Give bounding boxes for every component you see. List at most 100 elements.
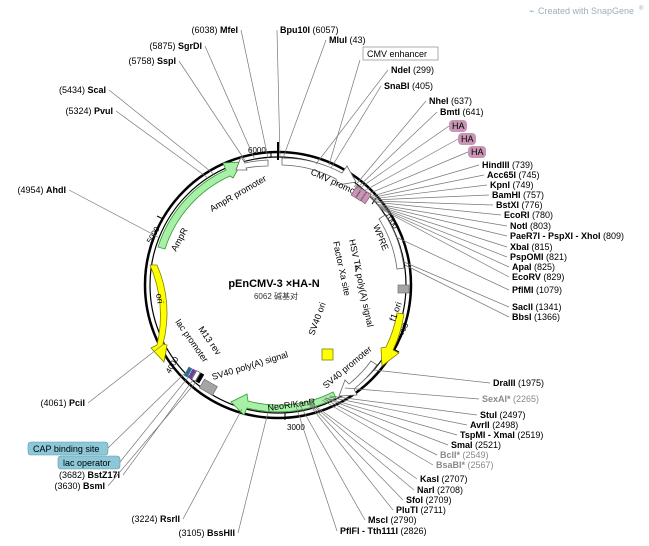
site-leader — [344, 387, 480, 400]
site-name: PspOMI — [510, 252, 544, 262]
sv40-ori-label: SV40 ori — [306, 301, 327, 337]
site-label: (5434) ScaI — [59, 85, 106, 95]
site-leader — [372, 200, 494, 206]
site-name: MluI — [329, 35, 347, 45]
site-position: (4061) — [40, 398, 69, 408]
hsv-tk-polya-block — [397, 284, 410, 294]
site-name: NdeI — [391, 65, 411, 75]
snapgene-brand: ⌁ Created with SnapGene ® — [529, 5, 644, 16]
site-position: (5434) — [59, 85, 88, 95]
ha-label-1: HA — [452, 121, 465, 131]
site-label: KasI (2707) — [420, 474, 468, 484]
site-name: HindIII — [482, 160, 510, 170]
site-leader — [369, 174, 485, 199]
lac-operator-mark — [187, 368, 197, 380]
site-position: (6038) — [191, 25, 220, 35]
site-leader — [324, 397, 449, 446]
site-name: SexAI* — [482, 394, 511, 404]
cap-binding-site-mark — [183, 366, 193, 378]
sv40-polya-label: SV40 poly(A) signal — [211, 349, 290, 382]
site-leader — [323, 398, 438, 456]
cmv-enhancer-label: CMV enhancer — [367, 49, 427, 59]
site-label: KpnI (749) — [490, 180, 534, 190]
ha-box-3 — [468, 146, 486, 158]
ampr-promoter-arrow — [235, 156, 269, 171]
site-leader — [376, 204, 508, 237]
hsv-tk-polya-label: HSV TK poly(A) signal — [347, 238, 375, 328]
site-label: EcoRV (829) — [512, 272, 564, 282]
site-label: DraIII (1975) — [493, 378, 544, 388]
site-position: (2826) — [398, 526, 427, 536]
cmv-enhancer-box — [362, 46, 439, 61]
site-name: BsaBI* — [436, 460, 466, 470]
ha-box-1 — [449, 120, 467, 132]
site-label: SexAI* (2265) — [482, 394, 539, 404]
feature-callouts: CMV enhancer HA HA HA CAP binding site l… — [27, 46, 486, 470]
site-label: SacII (1341) — [512, 302, 562, 312]
site-name: SgrDI — [178, 41, 202, 51]
site-leader — [404, 264, 510, 318]
site-leader — [178, 60, 247, 163]
site-name: BbsI — [512, 312, 532, 322]
lac-operator-leader — [119, 374, 191, 463]
site-position: (405) — [410, 81, 434, 91]
sv40-ori-block — [321, 348, 334, 361]
site-name: PciI — [69, 398, 85, 408]
site-position: (641) — [460, 107, 484, 117]
ha-leader-3 — [367, 151, 469, 195]
site-label: (3105) BssHII — [178, 528, 235, 538]
site-leader — [377, 205, 508, 248]
site-name: PflMI — [512, 285, 534, 295]
site-position: (1975) — [516, 378, 545, 388]
site-position: (776) — [519, 200, 543, 210]
site-label: PflFI - Tth111I (2826) — [340, 526, 427, 536]
site-name: NotI — [510, 221, 528, 231]
site-label: AvrII (2498) — [470, 420, 518, 430]
site-name: MfeI — [220, 25, 238, 35]
site-leader — [378, 206, 508, 258]
ha-label-2: HA — [461, 134, 474, 144]
lac-operator-box — [57, 455, 121, 470]
site-label: BamHI (757) — [492, 190, 544, 200]
site-name: SspI — [157, 56, 176, 66]
site-position: (745) — [516, 170, 540, 180]
site-name: SfoI — [406, 495, 423, 505]
site-label: BclI* (2549) — [440, 450, 489, 460]
site-name: BsmI — [83, 481, 105, 491]
site-name: BstZ17I — [87, 470, 120, 480]
site-name: EcoRV — [512, 272, 541, 282]
site-name: PflFI - Tth111I — [340, 526, 398, 536]
site-label: (5875) SgrDI — [149, 41, 202, 51]
site-label: (3630) BsmI — [54, 481, 105, 491]
site-name: NarI — [417, 485, 435, 495]
site-leader — [368, 164, 480, 198]
site-position: (780) — [530, 210, 554, 220]
site-name: RsrII — [160, 514, 180, 524]
site-leader — [295, 405, 338, 532]
site-label: (3224) RsrII — [131, 514, 180, 524]
cap-leader — [107, 371, 187, 449]
site-position: (3682) — [59, 470, 88, 480]
ha-leader-1 — [359, 125, 450, 189]
site-leader — [309, 402, 415, 491]
site-leader — [237, 411, 269, 534]
site-position: (3630) — [54, 481, 83, 491]
site-label: SfoI (2709) — [406, 495, 452, 505]
site-name: NheI — [429, 96, 449, 106]
site-position: (1079) — [534, 285, 563, 295]
site-leader — [282, 39, 327, 159]
site-leader — [380, 208, 510, 278]
plasmid-name: pEnCMV-3 ×HA-N — [228, 278, 319, 290]
site-leader — [373, 369, 491, 384]
site-leader — [299, 404, 366, 521]
site-position: (757) — [521, 190, 545, 200]
site-name: SnaBI — [384, 81, 410, 91]
site-leader — [115, 110, 209, 179]
site-label: MscI (2790) — [368, 515, 417, 525]
site-label: SmaI (2521) — [451, 440, 501, 450]
cmv-enhancer-leader — [328, 59, 361, 166]
ha-tag-block-2 — [355, 188, 367, 202]
site-name: KasI — [420, 474, 439, 484]
site-position: (2519) — [515, 430, 544, 440]
plasmid-size: 6062 碱基对 — [254, 291, 298, 301]
